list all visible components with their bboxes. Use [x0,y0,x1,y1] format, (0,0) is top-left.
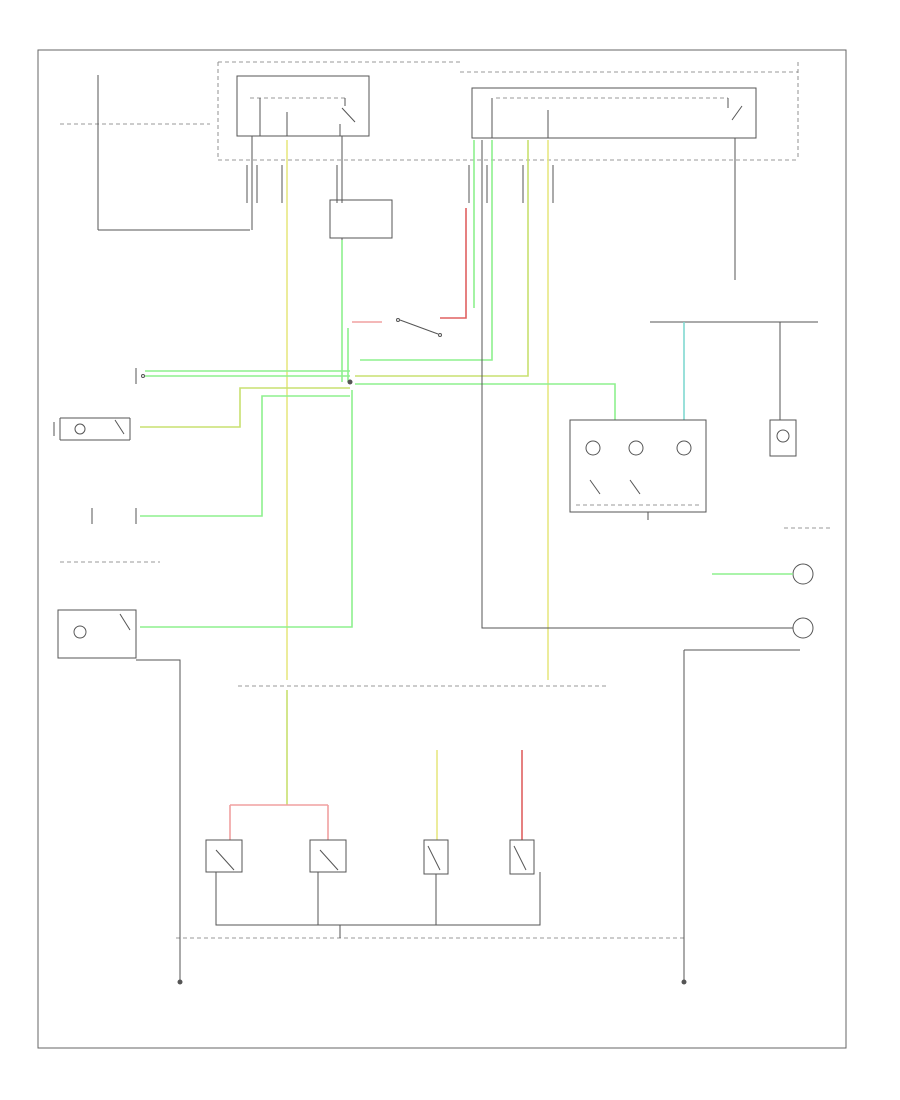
lh-door-switch [423,839,449,875]
ignition-module [60,508,160,563]
ground-left [177,979,183,985]
courtesy-lamp-right [481,140,814,930]
lf-courtesy-switch [205,839,243,873]
glovebox-lamp [53,417,131,441]
fuse-box [329,199,393,320]
relay-left [236,75,370,137]
dome-lamp [569,419,707,520]
top-connectors [246,136,736,280]
engine-compartment-lamp [57,609,181,930]
lower-wires [229,690,523,840]
ground-right [681,979,687,985]
rf-courtesy-switch [309,839,347,873]
fuse-junction-block [217,61,799,161]
rh-door-switch [509,839,535,875]
ground-bus [176,872,685,980]
trunk-lamp [769,419,797,457]
wire-harness [140,140,616,680]
splice-right [650,321,818,420]
relay-right [471,87,757,139]
headlamp-switch [352,208,467,337]
diagram-border [37,49,847,1049]
door-switches [205,839,535,875]
top-left-fuse-label [60,75,250,231]
brake-warning-switch [135,368,145,384]
door-lamp-switch [712,527,832,585]
